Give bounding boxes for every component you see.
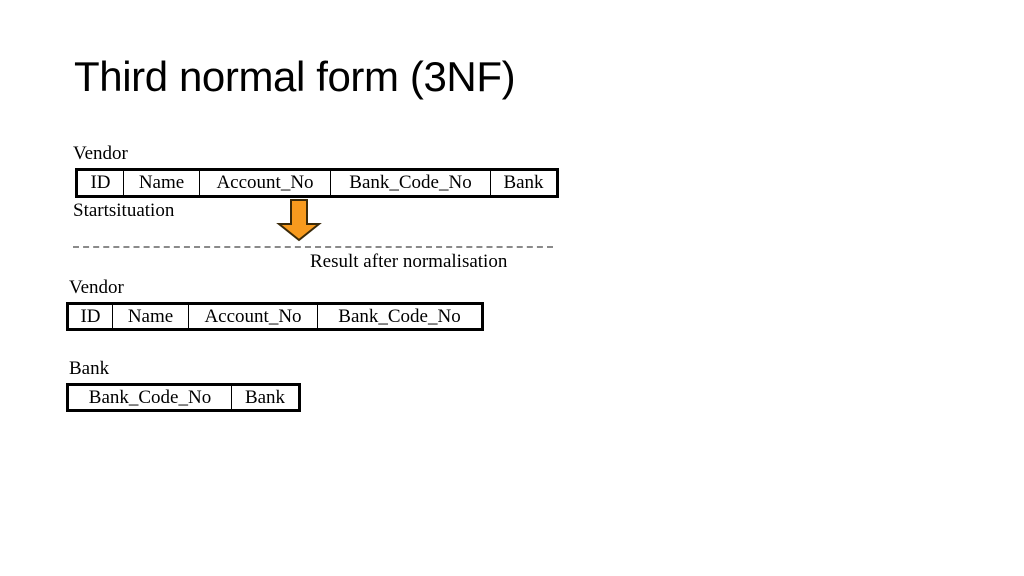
column-header-bank-code-no: Bank_Code_No bbox=[331, 171, 491, 195]
column-header-bank: Bank bbox=[503, 172, 544, 193]
column-header-name: Name bbox=[124, 171, 200, 195]
down-arrow-icon bbox=[274, 198, 324, 242]
caption-result-after-normalisation: Result after normalisation bbox=[310, 251, 508, 272]
column-header-bank: Bank bbox=[244, 386, 286, 408]
table-vendor-start: ID Name Account_No Bank_Code_No Bank bbox=[75, 168, 559, 198]
page-title: Third normal form (3NF) bbox=[74, 53, 516, 100]
column-header-name: Name bbox=[113, 305, 189, 328]
table-label-vendor-result: Vendor bbox=[69, 277, 124, 298]
column-header-account-no: Account_No bbox=[189, 305, 318, 328]
column-header-bank-code-no: Bank_Code_No bbox=[338, 305, 461, 327]
table-vendor-result: ID Name Account_No Bank_Code_No bbox=[66, 302, 484, 331]
caption-startsituation: Startsituation bbox=[73, 200, 175, 221]
column-header-account-no: Account_No bbox=[200, 171, 331, 195]
column-header-bank-code-no: Bank_Code_No bbox=[69, 386, 232, 409]
table-label-bank-result: Bank bbox=[69, 358, 110, 379]
table-label-vendor-start: Vendor bbox=[73, 143, 128, 164]
column-header-id: ID bbox=[78, 171, 124, 195]
column-header-id: ID bbox=[69, 305, 113, 328]
table-bank-result: Bank_Code_No Bank bbox=[66, 383, 301, 412]
dashed-divider bbox=[73, 246, 553, 248]
